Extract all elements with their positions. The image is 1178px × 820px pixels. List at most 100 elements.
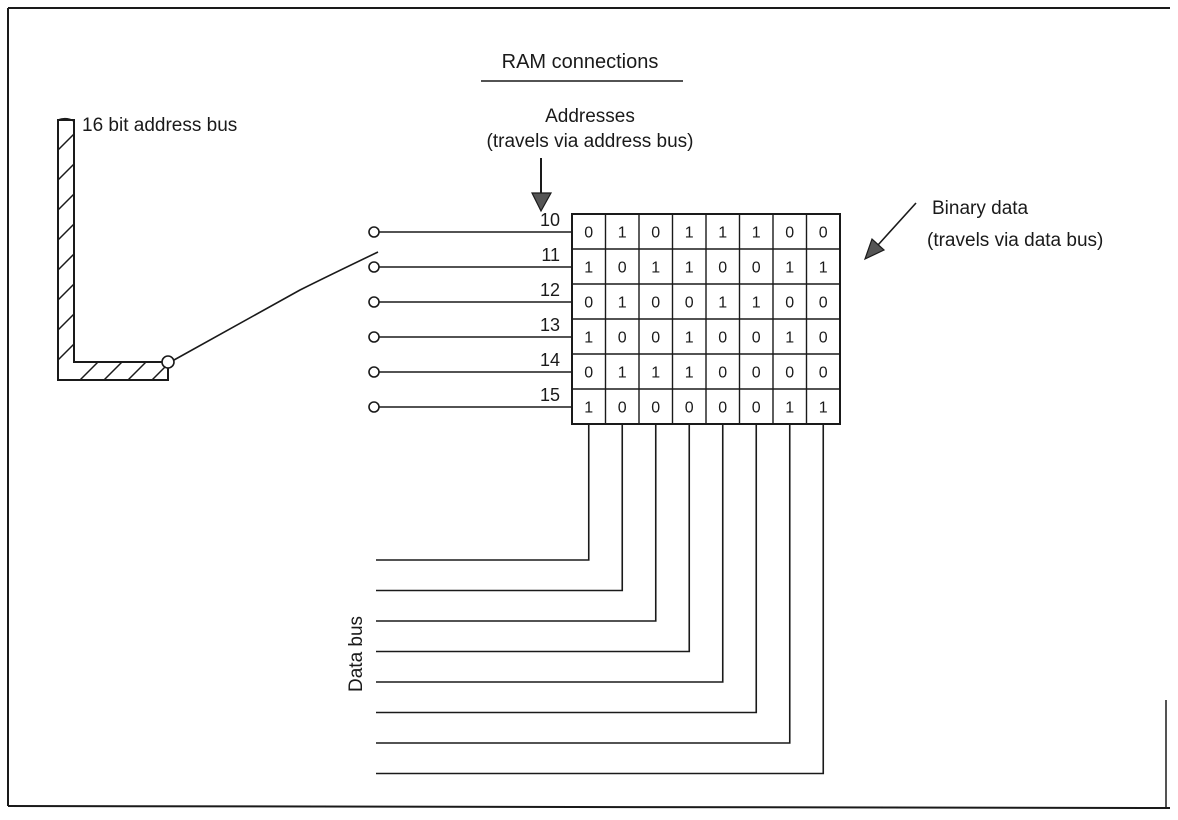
data-bus bbox=[376, 424, 825, 775]
binary-data-annotation: Binary data (travels via data bus) bbox=[863, 198, 1103, 261]
address-pin bbox=[368, 331, 380, 343]
address-line: 10 bbox=[368, 210, 572, 238]
memory-bit: 1 bbox=[752, 295, 761, 312]
memory-bit: 1 bbox=[685, 225, 694, 242]
memory-bit: 1 bbox=[618, 295, 627, 312]
memory-bit: 0 bbox=[651, 400, 660, 417]
memory-bit: 0 bbox=[618, 330, 627, 347]
memory-bit: 0 bbox=[785, 365, 794, 382]
memory-bit: 0 bbox=[618, 400, 627, 417]
memory-bit: 0 bbox=[584, 225, 593, 242]
memory-bit: 0 bbox=[819, 365, 828, 382]
memory-bit: 0 bbox=[785, 295, 794, 312]
memory-bit: 0 bbox=[651, 295, 660, 312]
memory-bit: 0 bbox=[618, 260, 627, 277]
diagram-title: RAM connections bbox=[481, 51, 683, 82]
address-pin bbox=[368, 366, 380, 378]
memory-bit: 0 bbox=[785, 225, 794, 242]
binary-data-label-line2: (travels via data bus) bbox=[927, 230, 1103, 251]
data-bus-line bbox=[376, 424, 724, 683]
title-text: RAM connections bbox=[502, 51, 659, 73]
address-pin bbox=[368, 261, 380, 273]
memory-bit: 1 bbox=[785, 260, 794, 277]
address-number: 10 bbox=[540, 210, 560, 230]
memory-bit: 0 bbox=[752, 330, 761, 347]
address-bus-outline bbox=[57, 119, 169, 381]
address-bus: 16 bit address bus bbox=[57, 115, 379, 381]
memory-row: 0 1 0 1 1 1 0 0 bbox=[584, 225, 828, 242]
memory-bit: 1 bbox=[752, 225, 761, 242]
memory-bit: 0 bbox=[819, 295, 828, 312]
address-number: 11 bbox=[541, 245, 560, 265]
address-line: 14 bbox=[368, 350, 572, 378]
memory-bit: 0 bbox=[819, 330, 828, 347]
data-bus-line bbox=[376, 424, 758, 714]
address-lines: 10 11 12 13 14 15 bbox=[368, 210, 572, 413]
page-frame bbox=[7, 7, 1171, 809]
memory-bit: 1 bbox=[584, 400, 593, 417]
memory-row: 0 1 1 1 0 0 0 0 bbox=[584, 365, 828, 382]
memory-bit: 1 bbox=[651, 365, 660, 382]
address-line: 15 bbox=[368, 385, 572, 413]
address-pin bbox=[368, 296, 380, 308]
data-bus-line bbox=[376, 424, 590, 561]
address-pin bbox=[368, 226, 380, 238]
memory-bit: 1 bbox=[685, 260, 694, 277]
memory-bit: 0 bbox=[752, 260, 761, 277]
memory-bit: 1 bbox=[584, 260, 593, 277]
address-number: 12 bbox=[540, 280, 560, 300]
address-line: 11 bbox=[368, 245, 572, 273]
data-bus-line bbox=[376, 424, 657, 622]
memory-bit: 0 bbox=[584, 365, 593, 382]
data-bus-line bbox=[376, 424, 825, 775]
memory-bit: 0 bbox=[651, 225, 660, 242]
address-pin bbox=[368, 401, 380, 413]
data-bus-label: Data bus bbox=[346, 616, 367, 692]
address-bus-hatching bbox=[57, 133, 169, 381]
memory-bit: 0 bbox=[819, 225, 828, 242]
address-line: 12 bbox=[368, 280, 572, 308]
memory-bit: 0 bbox=[718, 400, 727, 417]
memory-bit: 1 bbox=[785, 400, 794, 417]
memory-bit: 0 bbox=[584, 295, 593, 312]
data-bus-line bbox=[376, 424, 691, 653]
memory-bit: 1 bbox=[819, 400, 828, 417]
memory-bit: 1 bbox=[718, 225, 727, 242]
binary-data-arrow-shaft bbox=[877, 202, 917, 246]
address-bus-connector bbox=[161, 355, 175, 369]
address-bus-label: 16 bit address bus bbox=[82, 115, 237, 136]
data-bus-line bbox=[376, 424, 791, 744]
addresses-label-line2: (travels via address bus) bbox=[487, 131, 694, 152]
memory-bit: 1 bbox=[618, 365, 627, 382]
data-bus-line bbox=[376, 424, 624, 592]
memory-bit: 1 bbox=[618, 225, 627, 242]
memory-bit: 0 bbox=[752, 400, 761, 417]
addresses-label-line1: Addresses bbox=[545, 106, 635, 127]
memory-bit: 1 bbox=[685, 365, 694, 382]
memory-bit: 0 bbox=[752, 365, 761, 382]
address-line: 13 bbox=[368, 315, 572, 343]
address-bus-cut-end bbox=[57, 117, 75, 122]
address-bus-link-wire bbox=[173, 251, 379, 361]
address-number: 15 bbox=[540, 385, 560, 405]
memory-bit: 0 bbox=[718, 330, 727, 347]
memory-bit: 0 bbox=[718, 365, 727, 382]
memory-bit: 0 bbox=[651, 330, 660, 347]
memory-bit: 0 bbox=[718, 260, 727, 277]
memory-bit: 1 bbox=[819, 260, 828, 277]
memory-bit: 1 bbox=[785, 330, 794, 347]
binary-data-arrow-head bbox=[863, 237, 886, 261]
address-number: 14 bbox=[540, 350, 560, 370]
addresses-arrow-head bbox=[531, 192, 553, 213]
memory-bit: 1 bbox=[584, 330, 593, 347]
memory-bit: 0 bbox=[685, 295, 694, 312]
addresses-annotation: Addresses (travels via address bus) bbox=[487, 106, 694, 213]
binary-data-label-line1: Binary data bbox=[932, 198, 1029, 219]
address-number: 13 bbox=[540, 315, 560, 335]
